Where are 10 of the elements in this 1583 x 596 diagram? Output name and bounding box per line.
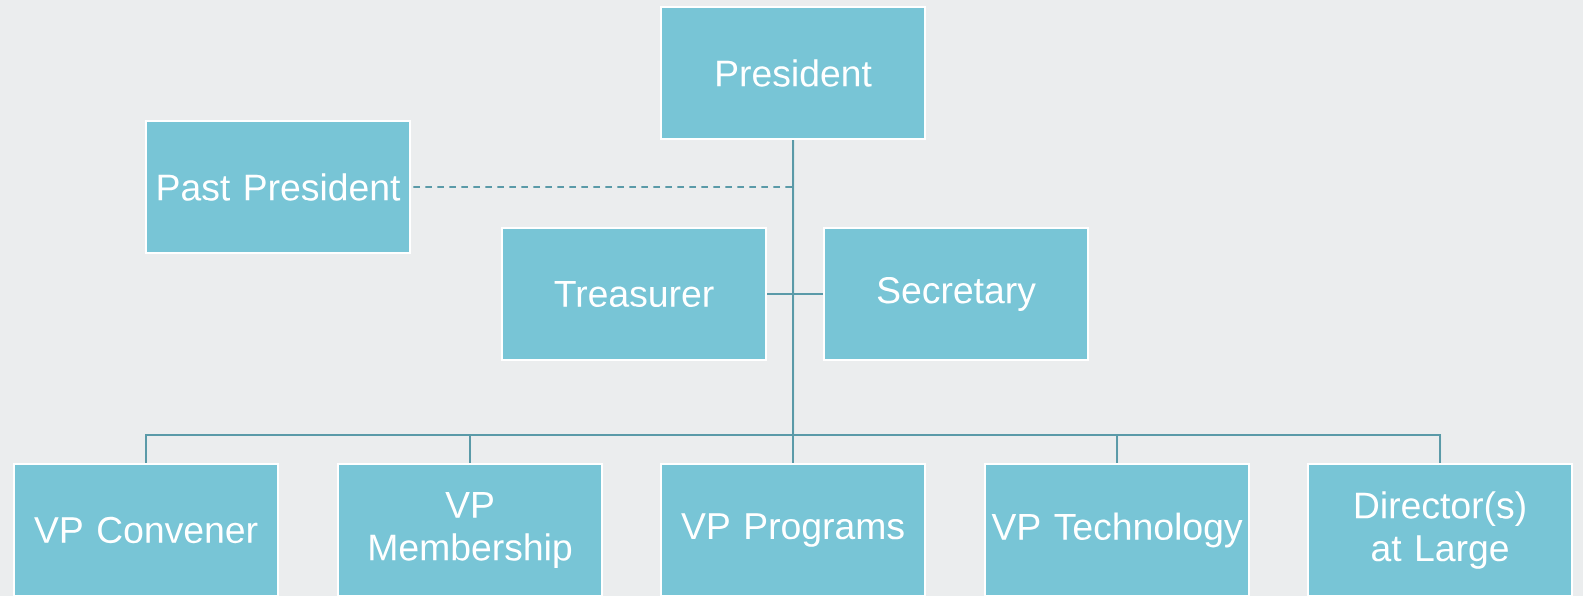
role-box: Past President	[145, 120, 411, 254]
connector-line	[792, 139, 1441, 464]
role-box: VP Convener	[13, 463, 279, 596]
role-box: Director(s) at Large	[1307, 463, 1573, 596]
role-box: Treasurer	[501, 227, 767, 361]
role-box: President	[660, 6, 926, 140]
role-box: VP Membership	[337, 463, 603, 596]
role-box: VP Programs	[660, 463, 926, 596]
role-box: VP Technology	[984, 463, 1250, 596]
role-box: Secretary	[823, 227, 1089, 361]
